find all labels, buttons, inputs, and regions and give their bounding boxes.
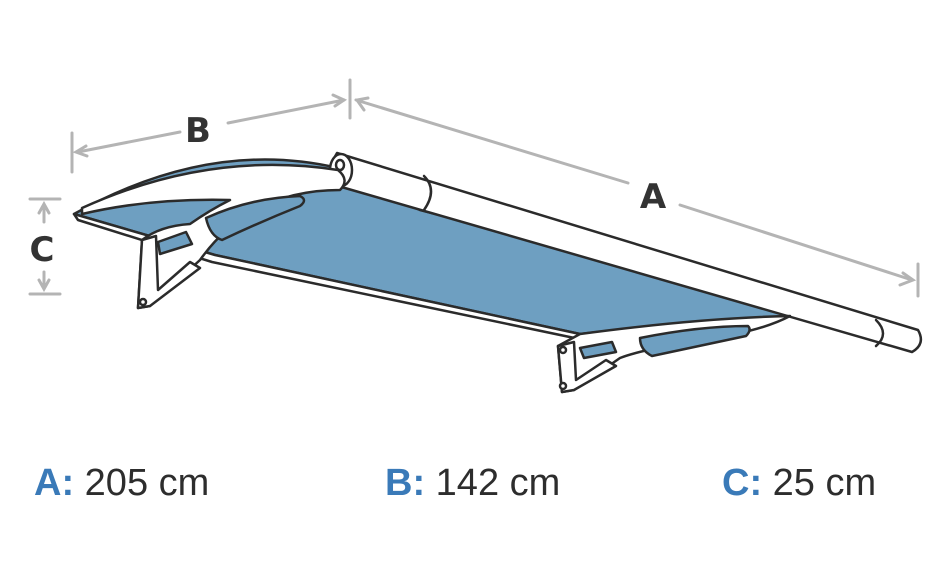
tube-end-inner <box>334 158 346 172</box>
tube-ring-right <box>874 318 885 348</box>
dimension-c <box>28 197 62 296</box>
dimension-b <box>70 78 352 174</box>
tube-ring-left <box>422 174 433 212</box>
dimension-c-label: C <box>30 230 55 270</box>
right-bracket-slot-lower <box>578 340 618 360</box>
legend-value-a: 205 cm <box>84 462 210 504</box>
legend-key-b: B: <box>385 462 426 504</box>
bolt-lower <box>558 381 568 391</box>
legend-value-c: 25 cm <box>772 462 877 504</box>
legend-item-a: A: 205 cm <box>34 462 209 505</box>
left-bracket-slot-upper <box>204 194 306 242</box>
left-bracket-slot-lower <box>156 230 194 256</box>
dimension-a <box>354 96 920 298</box>
dimension-a-label: A <box>640 177 667 217</box>
right-bracket <box>556 314 792 394</box>
bolt-left-lower <box>138 297 148 307</box>
dimension-b-label: B <box>185 111 211 151</box>
bolt-upper <box>558 345 568 355</box>
legend-value-b: 142 cm <box>435 462 561 504</box>
left-bracket-leg <box>136 234 202 310</box>
legend-item-c: C: 25 cm <box>722 462 876 505</box>
legend-key-c: C: <box>722 462 763 504</box>
right-bracket-leg <box>556 340 618 394</box>
dimension-legend: A: 205 cm B: 142 cm C: 25 cm <box>0 462 942 522</box>
right-bracket-slot-upper <box>638 324 751 358</box>
canopy <box>72 151 923 394</box>
legend-item-b: B: 142 cm <box>385 462 560 505</box>
legend-key-a: A: <box>34 462 75 504</box>
